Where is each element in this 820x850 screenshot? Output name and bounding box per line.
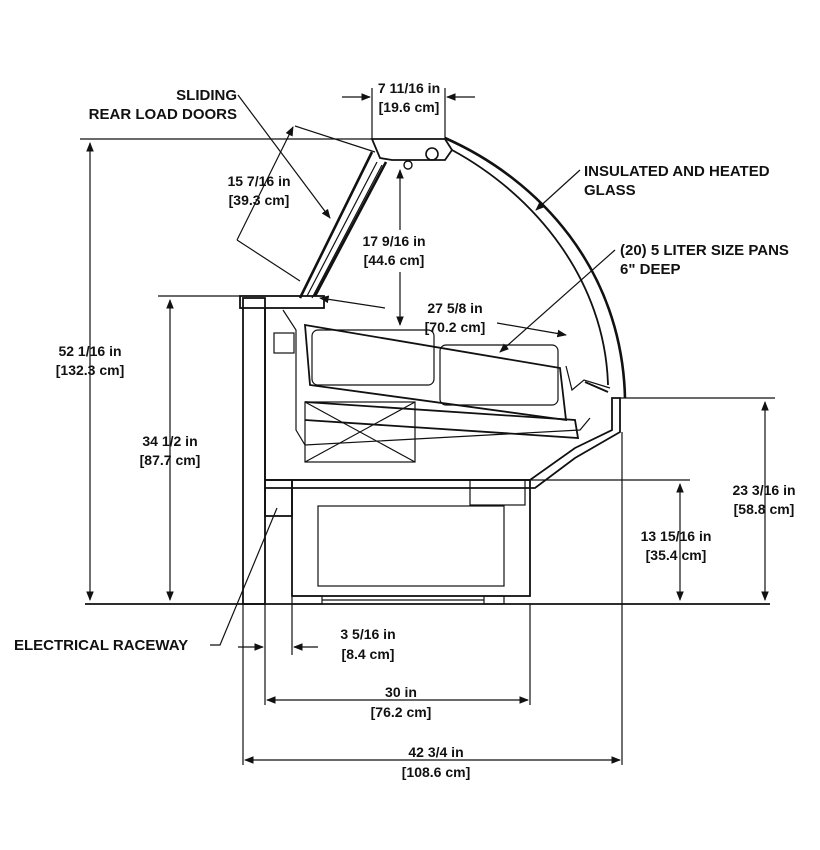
- dim-door-length-top: [236, 126, 294, 241]
- base-width-cm: [76.2 cm]: [371, 704, 432, 720]
- raceway-offset-in: 3 5/16 in: [340, 626, 395, 642]
- counter-height-in: 34 1/2 in: [142, 433, 197, 449]
- pan-left: [311, 329, 435, 386]
- leader-raceway: [210, 507, 278, 646]
- ext-door-bottom: [236, 239, 301, 282]
- dimension-labels: 7 11/16 in [19.6 cm] 15 7/16 in [39.3 cm…: [56, 80, 796, 780]
- raceway-label: ELECTRICAL RACEWAY: [14, 637, 188, 654]
- glass-label-1: INSULATED AND HEATED: [584, 163, 770, 180]
- pans-label-1: (20) 5 LITER SIZE PANS: [620, 242, 789, 259]
- front-height-cm: [58.8 cm]: [734, 501, 795, 517]
- sliding-doors-label-1: SLIDING: [176, 87, 237, 104]
- raceway-box: [264, 479, 293, 517]
- top-width-in: 7 11/16 in: [378, 80, 440, 96]
- leader-pans: [499, 249, 616, 353]
- pan-depth-cm: [70.2 cm]: [425, 319, 486, 335]
- curved-glass-outer: [444, 136, 627, 399]
- inner-frame: [282, 309, 591, 446]
- leader-glass: [535, 169, 581, 211]
- pan-right: [439, 344, 559, 406]
- base-width-in: 30 in: [385, 684, 417, 700]
- total-width-in: 42 3/4 in: [408, 744, 463, 760]
- base-height-cm: [35.4 cm]: [646, 547, 707, 563]
- dim-pan-depth-left: [319, 295, 386, 309]
- callout-labels: SLIDING REAR LOAD DOORS INSULATED AND HE…: [14, 87, 789, 654]
- sliding-doors-frame: [298, 151, 388, 299]
- storage-crate: [304, 401, 416, 463]
- base-height-in: 13 15/16 in: [641, 528, 712, 544]
- top-hinge-pin: [403, 160, 413, 170]
- leader-sliding-doors: [237, 94, 331, 219]
- glass-bottom-trim: [584, 381, 609, 393]
- sliding-doors-label-2: REAR LOAD DOORS: [89, 106, 237, 123]
- dim-pan-depth-right: [496, 322, 567, 338]
- top-width-cm: [19.6 cm]: [379, 99, 440, 115]
- lower-shelf: [304, 401, 580, 439]
- rear-foot: [291, 595, 323, 605]
- curved-glass-inner: [451, 149, 609, 386]
- total-height-cm: [132.3 cm]: [56, 362, 124, 378]
- top-frame: [370, 138, 454, 161]
- pans-label-2: 6" DEEP: [620, 261, 680, 278]
- crate-cross-b: [304, 401, 416, 463]
- dimension-lines: [80, 88, 775, 765]
- rear-panel: [242, 297, 266, 605]
- rear-inner-wall: [264, 308, 621, 489]
- front-height-in: 23 3/16 in: [732, 482, 795, 498]
- door-length-in: 15 7/16 in: [227, 173, 290, 189]
- glass-height-in: 17 9/16 in: [362, 233, 425, 249]
- glass-label-2: GLASS: [584, 182, 636, 199]
- sliding-doors-inner: [306, 161, 383, 299]
- glass-height-cm: [44.6 cm]: [364, 252, 425, 268]
- total-height-in: 52 1/16 in: [58, 343, 121, 359]
- pan-shelf: [304, 323, 568, 422]
- leader-lines: [210, 94, 616, 646]
- ext-door-top: [294, 125, 376, 153]
- top-hinge: [425, 147, 439, 161]
- total-width-cm: [108.6 cm]: [402, 764, 470, 780]
- counter-height-cm: [87.7 cm]: [140, 452, 201, 468]
- raceway-offset-cm: [8.4 cm]: [342, 646, 395, 662]
- pan-depth-in: 27 5/8 in: [427, 300, 482, 316]
- door-length-cm: [39.3 cm]: [229, 192, 290, 208]
- pan-front-lip: [565, 365, 611, 392]
- front-kick-box: [469, 479, 526, 506]
- front-foot: [483, 595, 505, 605]
- base-panel: [317, 505, 505, 587]
- base-cabinet: [291, 479, 531, 597]
- control-box: [273, 332, 295, 354]
